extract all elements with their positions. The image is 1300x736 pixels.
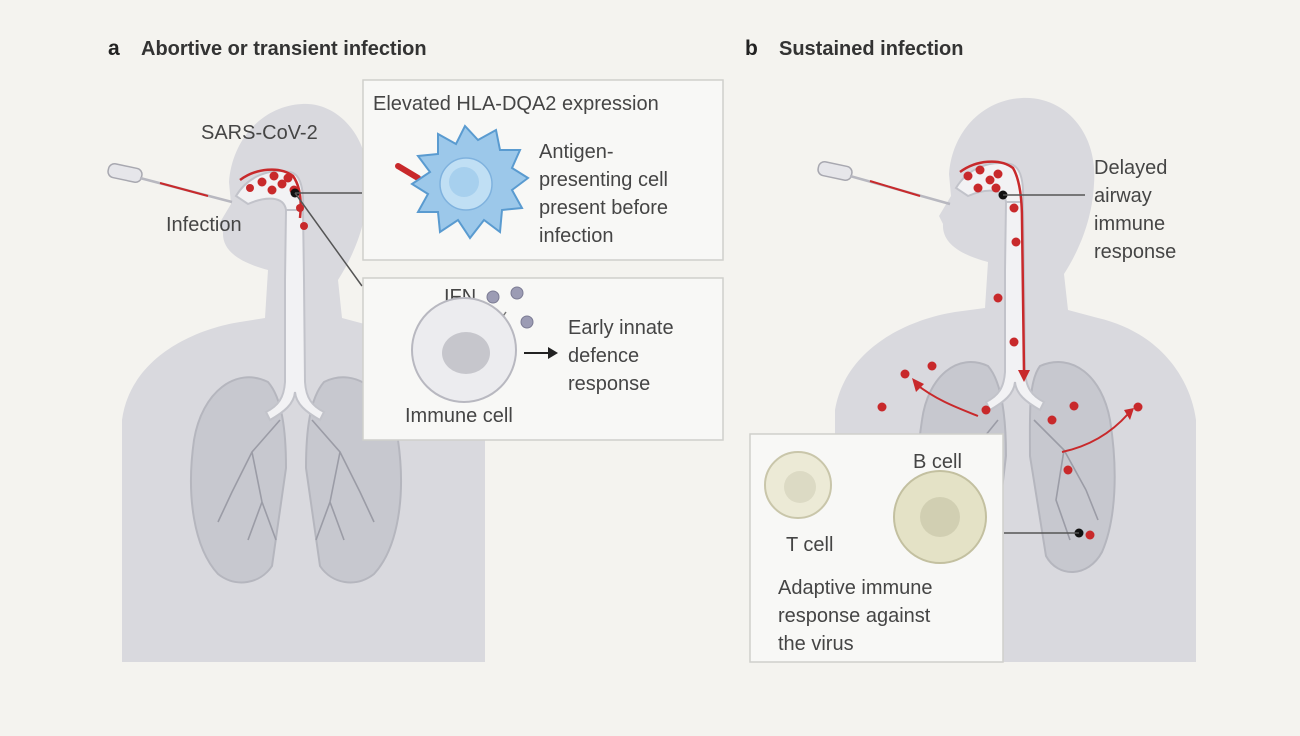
panel-b-title: Sustained infection: [779, 38, 963, 60]
infection-label: Infection: [166, 214, 242, 236]
adaptive-caption-line-3: the virus: [778, 633, 854, 655]
b-cell-icon: [893, 470, 987, 564]
innate-response-line-3: response: [568, 373, 650, 395]
panel-b: b Sustained infection: [745, 37, 1196, 663]
virus-spread-arrowhead: [1018, 370, 1030, 382]
virus-particles-b: [877, 165, 1143, 540]
apc-cell-icon: [395, 124, 530, 240]
adaptive-caption-line-2: response against: [778, 605, 931, 627]
airway-b: [984, 201, 1046, 412]
delayed-response-line-3: immune: [1094, 213, 1165, 235]
panel-a-letter: a: [108, 37, 120, 60]
b-cell-label: B cell: [913, 451, 962, 473]
apc-caption-line-1: Antigen-: [539, 141, 614, 163]
apc-callout-box: Elevated HLA-DQA2 expression Antigen- pr…: [362, 79, 724, 261]
hla-heading: Elevated HLA-DQA2 expression: [373, 93, 659, 115]
apc-caption-line-2: presenting cell: [539, 169, 668, 191]
delayed-response-line-1: Delayed: [1094, 157, 1167, 179]
adaptive-callout-box: B cell T cell Adaptive immune response a…: [749, 433, 1004, 663]
panel-a: a Abortive or transient infection: [107, 37, 724, 662]
delayed-response-line-4: response: [1094, 241, 1176, 263]
callout-line-bottom: [294, 192, 363, 287]
t-cell-label: T cell: [786, 534, 833, 556]
panel-a-title: Abortive or transient infection: [141, 38, 427, 60]
innate-callout-box: IFN Early innate defence response Immune…: [362, 277, 724, 441]
airway-a: [264, 209, 326, 422]
immune-cell-icon: [411, 297, 517, 403]
adaptive-caption-line-1: Adaptive immune: [778, 577, 933, 599]
innate-response-line-1: Early innate: [568, 317, 674, 339]
apc-caption-line-4: infection: [539, 225, 614, 247]
virus-path-b: [959, 160, 1026, 373]
ifn-molecules: [486, 286, 534, 329]
response-arrow: [524, 347, 558, 359]
apc-caption-line-3: present before: [539, 197, 668, 219]
swab-a: [107, 162, 233, 204]
swab-b: [817, 160, 951, 206]
virus-label: SARS-CoV-2: [201, 122, 318, 144]
panel-b-letter: b: [745, 37, 758, 60]
delayed-response-line-2: airway: [1094, 185, 1152, 207]
virus-path-a: [239, 168, 302, 219]
innate-response-line-2: defence: [568, 345, 639, 367]
immune-cell-label: Immune cell: [405, 405, 513, 427]
t-cell-icon: [764, 451, 832, 519]
spread-arrows: [915, 383, 1129, 453]
